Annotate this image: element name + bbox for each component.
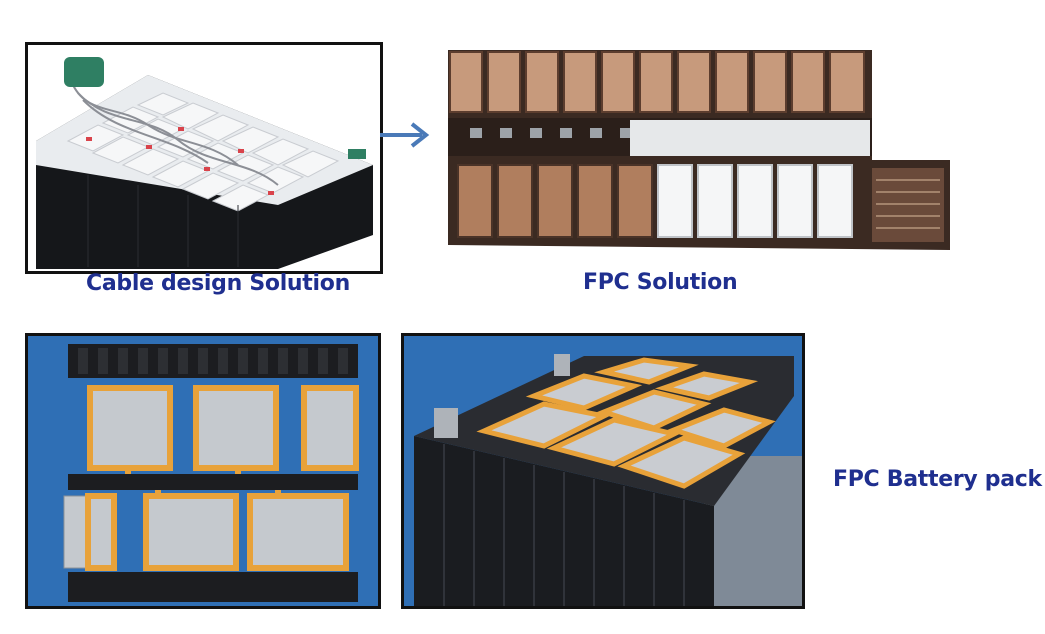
fpc-solution-photo <box>440 40 960 260</box>
fpc-solution-caption: FPC Solution <box>583 270 738 295</box>
cable-design-photo <box>25 42 383 274</box>
fpc-battery-pack-photo <box>401 333 805 609</box>
fpc-battery-pack-caption: FPC Battery pack <box>833 467 1042 492</box>
cable-design-caption: Cable design Solution <box>86 271 350 296</box>
fpc-module-photo <box>25 333 381 609</box>
right-arrow-icon <box>378 120 434 150</box>
